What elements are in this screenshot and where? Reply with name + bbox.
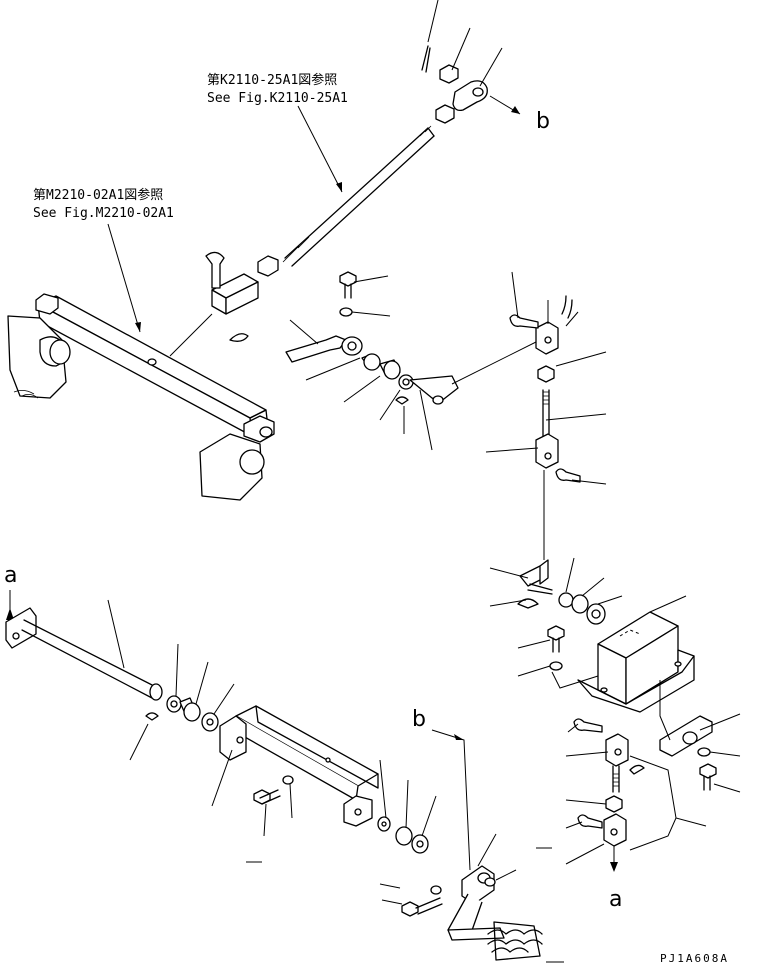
ref1-jp-label: 第K2110-25A1図参照 <box>207 72 337 88</box>
lower-left-shaft-assembly <box>5 590 235 761</box>
vertical-rod-assembly <box>485 271 607 560</box>
clevis-block <box>169 251 259 357</box>
ref2-en-label: See Fig.M2210-02A1 <box>33 206 174 221</box>
cross-shaft-assembly <box>7 293 275 501</box>
ref2-jp-label: 第M2210-02A1図参照 <box>33 187 163 203</box>
actuator-assembly <box>489 557 741 793</box>
marker-b-bottom: b <box>412 707 426 732</box>
pedal-spring-assembly <box>379 729 564 963</box>
marker-a-bottom: a <box>609 887 622 912</box>
upper-rod-assembly <box>257 0 521 277</box>
ref1-en-label: See Fig.K2110-25A1 <box>207 91 348 106</box>
lower-right-parts <box>565 718 707 872</box>
marker-b-top: b <box>536 109 550 134</box>
ref2-leader <box>107 223 141 333</box>
middle-lever-assembly <box>285 271 541 451</box>
lower-bracket-assembly <box>211 705 437 863</box>
marker-a-left: a <box>4 563 17 588</box>
drawing-code: PJ1A608A <box>660 952 729 965</box>
ref1-leader <box>297 105 343 193</box>
